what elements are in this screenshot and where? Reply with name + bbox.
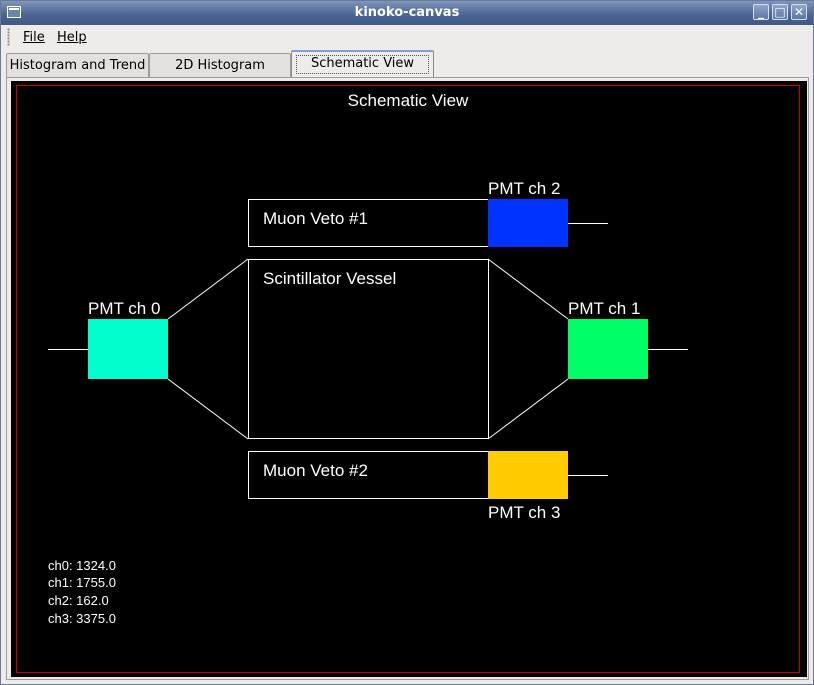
pmt-0-box [88,319,168,379]
menu-file[interactable]: File [23,29,45,47]
tab-schematic-view[interactable]: Schematic View [291,50,434,77]
tab-histogram-and-trend[interactable]: Histogram and Trend [6,53,149,77]
menubar-grip-icon [7,28,10,46]
tab-label: Histogram and Trend [9,58,146,73]
readout-ch3: ch3: 3375.0 [48,611,116,626]
scintillator-vessel-box [248,259,489,439]
title-bar[interactable]: kinoko-canvas _ □ ✕ [1,1,813,25]
pmt-2-label: PMT ch 2 [488,179,560,198]
pmt-3-box [488,451,568,499]
tab-label: 2D Histogram [175,58,265,73]
minimize-button[interactable]: _ [753,4,769,20]
muon-veto-2-label: Muon Veto #2 [263,461,368,480]
light-guide-line [487,378,569,440]
tab-label: Schematic View [310,56,415,71]
pmt-3-label: PMT ch 3 [488,503,560,522]
light-guide-line [167,258,249,320]
readout-ch0: ch0: 1324.0 [48,558,116,573]
light-guide-line [167,378,249,440]
schematic-canvas[interactable]: Schematic View Muon Veto #1 Scintillator… [11,81,807,677]
canvas-frame [16,85,800,673]
window-menu-icon[interactable] [7,6,21,18]
scintillator-vessel-label: Scintillator Vessel [263,269,396,288]
pmt-2-box [488,199,568,247]
menu-file-label: File [23,30,45,45]
muon-veto-1-label: Muon Veto #1 [263,209,368,228]
menu-help[interactable]: Help [57,29,87,47]
light-guide-line [487,258,569,320]
menu-bar [1,25,813,49]
pmt-1-label: PMT ch 1 [568,299,640,318]
readout-ch1: ch1: 1755.0 [48,575,116,590]
maximize-button[interactable]: □ [772,4,788,20]
menu-help-label: Help [57,30,87,45]
tab-2d-histogram[interactable]: 2D Histogram [149,53,291,77]
readout-ch2: ch2: 162.0 [48,593,109,608]
schematic-title: Schematic View [348,91,469,110]
pmt-0-label: PMT ch 0 [88,299,160,318]
schematic-drawing: Schematic View Muon Veto #1 Scintillator… [16,85,800,673]
window-title: kinoko-canvas [354,5,460,20]
close-button[interactable]: ✕ [791,4,807,20]
pmt-1-box [568,319,648,379]
